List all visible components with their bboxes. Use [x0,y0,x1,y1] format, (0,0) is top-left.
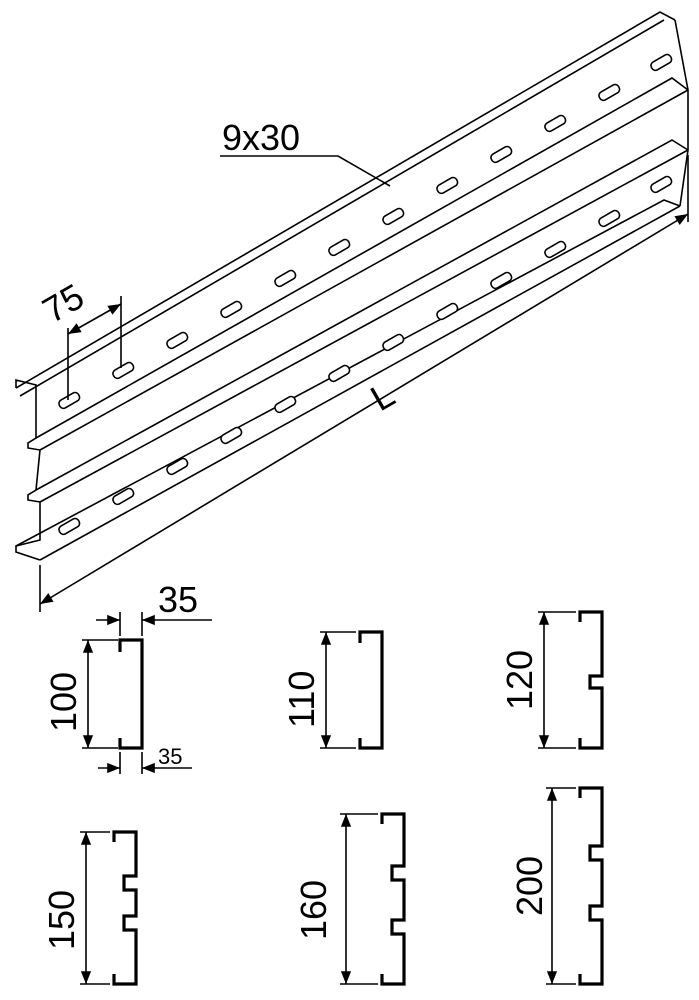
slot [328,238,351,257]
slot [166,331,189,350]
rail-top-flange-inner [19,19,665,397]
profile-160-outline [380,812,406,986]
slot [328,364,351,383]
pitch-label: 75 [36,275,91,331]
rail-lower-rib-bottom [39,149,689,503]
profile-150-outline [112,830,138,986]
slot [112,361,135,380]
rail-bottom-flange-inner [39,205,681,561]
slot [382,333,405,352]
profile-120-height-label: 120 [499,650,540,710]
slot [112,487,135,506]
profile-110-height-label: 110 [281,671,322,728]
slot [274,395,297,414]
slot [58,391,81,410]
slot [436,176,459,195]
slot [544,114,567,133]
lower-slot-row [58,175,673,536]
profile-120: 120 [499,610,604,750]
slot-size-leader [220,155,391,187]
slot [490,145,513,164]
profile-150: 150 [41,830,138,986]
slot [598,83,621,102]
perspective-width-label: 35 [158,579,198,620]
slot [220,300,243,319]
slot [436,302,459,321]
profile-160: 160 [293,812,406,986]
profile-100: 100 35 35 [43,579,212,774]
slot [58,517,81,536]
profile-200: 200 [509,786,604,986]
slot [274,269,297,288]
rail-upper-rib-top [35,77,689,439]
length-dimension-line [39,213,689,605]
rail-right-end [674,19,689,207]
slot [650,53,673,72]
profile-150-height-label: 150 [41,890,82,950]
perspective-rail-view: 9x30 75 L [15,11,689,612]
slot [544,240,567,259]
rail-top-edge [15,11,676,389]
profile-200-outline [578,786,604,986]
rail-lower-rib-top [35,139,689,491]
rail-upper-rib-bottom [39,89,689,451]
slot-size-label: 9x30 [222,117,300,158]
slot [650,175,673,194]
rail-near-end-profile [15,378,41,561]
slot [382,207,405,226]
profile-200-height-label: 200 [509,856,550,916]
length-label: L [364,373,402,419]
profile-110: 110 [281,630,384,750]
upper-slot-row [58,53,673,410]
profile-100-width-label: 35 [158,744,182,769]
profile-160-height-label: 160 [293,880,334,940]
profile-110-outline [358,630,384,750]
profile-100-height-label: 100 [43,672,84,732]
slot [220,426,243,445]
profile-120-outline [578,610,604,750]
profile-100-outline [118,638,144,750]
